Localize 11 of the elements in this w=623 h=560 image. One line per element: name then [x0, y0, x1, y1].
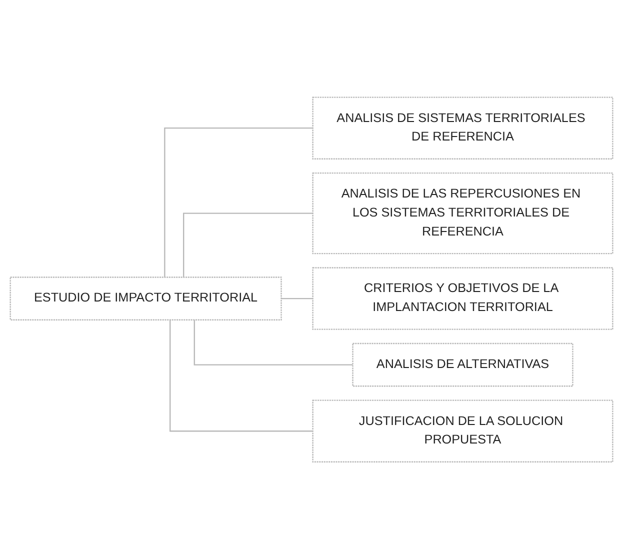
- node-box: JUSTIFICACION DE LA SOLUCION PROPUESTA: [312, 400, 614, 463]
- connector: [170, 320, 313, 432]
- connector: [164, 128, 313, 278]
- node-box: ANALISIS DE SISTEMAS TERRITORIALES DE REFERENCIA: [312, 97, 614, 160]
- node-box: CRITERIOS Y OBJETIVOS DE LA IMPLANTACION TERRITORIAL: [312, 268, 614, 330]
- node-box: ANALISIS DE LAS REPERCUSIONES EN LOS SISTEMAS TERRITORIALES DE REFERENCIA: [312, 172, 614, 255]
- connector: [194, 320, 353, 366]
- node-box: ESTUDIO DE IMPACTO TERRITORIAL: [10, 277, 282, 321]
- node-box: ANALISIS DE ALTERNATIVAS: [352, 343, 574, 388]
- connector: [183, 213, 313, 278]
- connector: [280, 298, 313, 300]
